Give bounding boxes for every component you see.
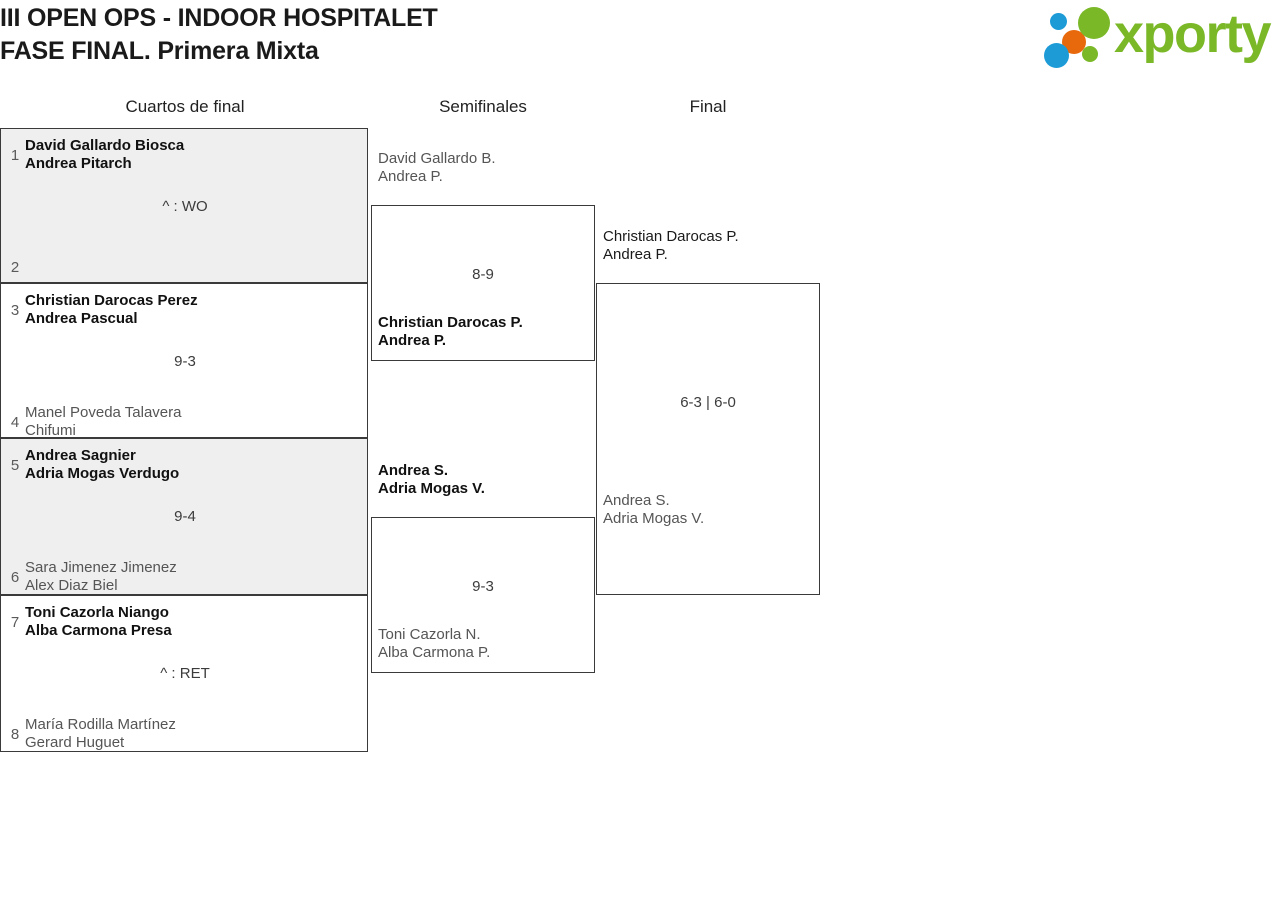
match-score: 9-3 bbox=[472, 578, 494, 595]
seed-number: 6 bbox=[10, 569, 20, 586]
team-entry[interactable]: David Gallardo Biosca Andrea Pitarch bbox=[25, 137, 184, 173]
match-score: 9-4 bbox=[174, 508, 196, 525]
player-name: María Rodilla Martínez bbox=[25, 716, 176, 733]
player-name: Andrea P. bbox=[603, 246, 668, 263]
match-quarterfinal-4[interactable]: 7 Toni Cazorla Niango Alba Carmona Presa… bbox=[0, 595, 368, 752]
page-header: III OPEN OPS - INDOOR HOSPITALET FASE FI… bbox=[0, 0, 1280, 76]
player-name: Christian Darocas P. bbox=[378, 314, 523, 331]
team-entry[interactable]: Christian Darocas Perez Andrea Pascual bbox=[25, 292, 198, 328]
player-name: Gerard Huguet bbox=[25, 734, 125, 751]
player-name: David Gallardo Biosca bbox=[25, 137, 185, 154]
team-entry[interactable]: Andrea S. Adria Mogas V. bbox=[603, 492, 704, 528]
match-semifinal-1[interactable]: David Gallardo B. Andrea P. 8-9 Christia… bbox=[371, 150, 595, 361]
round-header-semifinals: Semifinales bbox=[439, 97, 527, 116]
round-header-quarterfinals: Cuartos de final bbox=[125, 97, 245, 116]
match-quarterfinal-1[interactable]: 1 David Gallardo Biosca Andrea Pitarch ^… bbox=[0, 128, 368, 283]
team-entry[interactable]: Sara Jimenez Jimenez Alex Diaz Biel bbox=[25, 559, 177, 595]
page-title: III OPEN OPS - INDOOR HOSPITALET FASE FI… bbox=[0, 2, 760, 68]
seed-number: 1 bbox=[10, 147, 20, 164]
team-entry[interactable]: Andrea Sagnier Adria Mogas Verdugo bbox=[25, 447, 179, 483]
round-header-final: Final bbox=[689, 97, 727, 116]
player-name: Manel Poveda Talavera bbox=[25, 404, 182, 421]
seed-number: 5 bbox=[10, 457, 20, 474]
logo-dot-blue-small bbox=[1050, 13, 1067, 30]
logo-dots-icon bbox=[1042, 5, 1120, 68]
player-name: Alex Diaz Biel bbox=[25, 577, 118, 594]
team-entry[interactable]: Toni Cazorla Niango Alba Carmona Presa bbox=[25, 604, 172, 640]
team-entry[interactable]: Christian Darocas P. Andrea P. bbox=[378, 314, 523, 350]
match-quarterfinal-3[interactable]: 5 Andrea Sagnier Adria Mogas Verdugo 9-4… bbox=[0, 438, 368, 595]
player-name: Adria Mogas V. bbox=[603, 510, 705, 527]
player-name: Andrea S. bbox=[378, 462, 449, 479]
match-score: ^ : RET bbox=[160, 665, 210, 682]
title-line-2: FASE FINAL. Primera Mixta bbox=[0, 37, 319, 65]
team-entry[interactable]: María Rodilla Martínez Gerard Huguet bbox=[25, 716, 176, 752]
player-name: Chifumi bbox=[25, 422, 76, 439]
logo-dot-green-large bbox=[1078, 7, 1110, 39]
player-name: Andrea P. bbox=[378, 168, 443, 185]
logo-dot-green-small bbox=[1082, 46, 1098, 62]
player-name: Andrea P. bbox=[378, 332, 447, 349]
player-name: Toni Cazorla N. bbox=[378, 626, 481, 643]
seed-number: 7 bbox=[10, 614, 20, 631]
player-name: Andrea Pitarch bbox=[25, 155, 132, 172]
player-name: Christian Darocas P. bbox=[603, 228, 739, 245]
player-name: Andrea Sagnier bbox=[25, 447, 136, 464]
match-quarterfinal-2[interactable]: 3 Christian Darocas Perez Andrea Pascual… bbox=[0, 283, 368, 440]
logo-wordmark: xporty bbox=[1114, 4, 1272, 64]
match-score: ^ : WO bbox=[162, 198, 208, 215]
team-entry[interactable]: Andrea S. Adria Mogas V. bbox=[378, 462, 485, 498]
team-entry[interactable]: David Gallardo B. Andrea P. bbox=[378, 150, 496, 186]
match-score: 8-9 bbox=[472, 266, 494, 283]
match-score: 6-3 | 6-0 bbox=[680, 394, 736, 411]
seed-number: 3 bbox=[10, 302, 20, 319]
player-name: Andrea Pascual bbox=[25, 310, 138, 327]
player-name: Christian Darocas Perez bbox=[25, 292, 198, 309]
player-name: Sara Jimenez Jimenez bbox=[25, 559, 177, 576]
logo-dot-blue-large bbox=[1044, 43, 1069, 68]
player-name: Adria Mogas Verdugo bbox=[25, 465, 180, 482]
player-name: David Gallardo B. bbox=[378, 150, 496, 167]
player-name: Andrea S. bbox=[603, 492, 670, 509]
match-semifinal-2[interactable]: Andrea S. Adria Mogas V. 9-3 Toni Cazorl… bbox=[371, 462, 595, 673]
seed-number: 8 bbox=[10, 726, 20, 743]
team-entry-champion[interactable]: Christian Darocas P. Andrea P. bbox=[603, 228, 739, 264]
player-name: Adria Mogas V. bbox=[378, 480, 485, 497]
match-final[interactable]: Christian Darocas P. Andrea P. 6-3 | 6-0… bbox=[596, 228, 820, 595]
player-name: Alba Carmona Presa bbox=[25, 622, 172, 639]
team-entry[interactable]: Toni Cazorla N. Alba Carmona P. bbox=[378, 626, 490, 662]
title-line-1: III OPEN OPS - INDOOR HOSPITALET bbox=[0, 4, 438, 32]
xporty-logo[interactable]: xporty bbox=[1042, 4, 1274, 68]
seed-number: 4 bbox=[10, 414, 20, 431]
player-name: Toni Cazorla Niango bbox=[25, 604, 169, 621]
tournament-bracket: 1 David Gallardo Biosca Andrea Pitarch ^… bbox=[0, 128, 900, 768]
team-entry[interactable]: Manel Poveda Talavera Chifumi bbox=[25, 404, 182, 440]
player-name: Alba Carmona P. bbox=[378, 644, 491, 661]
seed-number: 2 bbox=[10, 259, 20, 276]
match-score: 9-3 bbox=[174, 353, 196, 370]
